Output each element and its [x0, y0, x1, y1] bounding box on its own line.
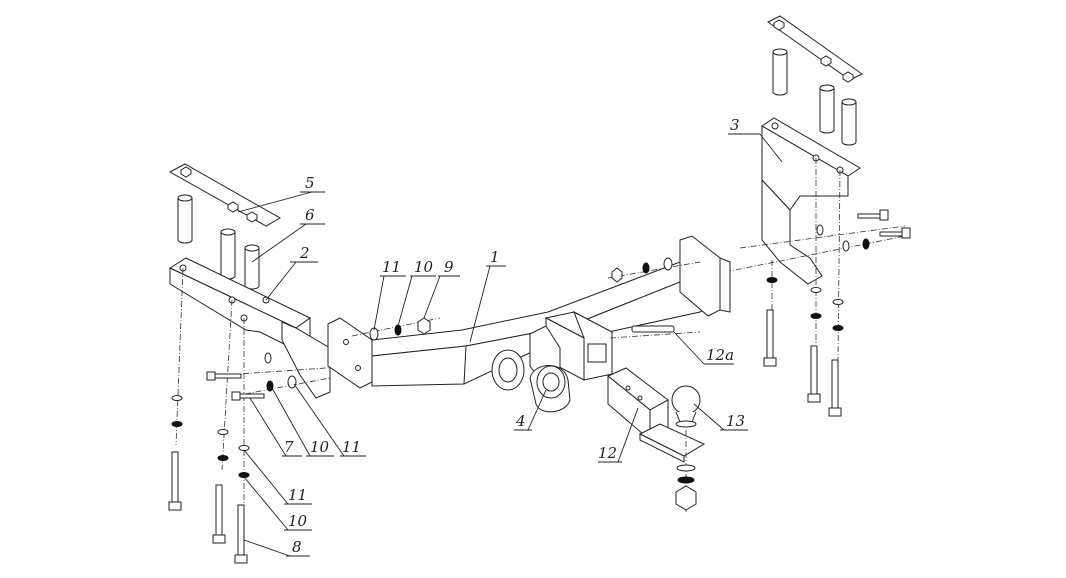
label-13: 13: [726, 412, 745, 430]
left-spacer-tubes: [177, 194, 260, 290]
label-3: 3: [730, 116, 740, 134]
label-10-mid: 10: [310, 438, 330, 456]
label-8: 8: [292, 538, 302, 556]
electrical-socket: [491, 349, 571, 413]
label-10-top: 10: [414, 258, 434, 276]
label-9: 9: [444, 258, 454, 276]
label-6: 6: [305, 206, 315, 224]
label-2: 2: [299, 244, 310, 262]
label-1: 1: [490, 248, 500, 266]
hitch-pin: [609, 325, 701, 339]
label-7: 7: [284, 438, 294, 456]
left-horizontal-bolts: [206, 352, 356, 401]
label-11-mid: 11: [342, 438, 361, 456]
right-horizontal-bolts: [724, 209, 911, 273]
left-nuts: [180, 166, 258, 223]
leader-lines: [237, 133, 783, 557]
label-11-top: 11: [382, 258, 401, 276]
right-vertical-bolts: [763, 158, 844, 417]
right-spacer-tubes: [772, 48, 857, 146]
left-vertical-bolts: [168, 267, 250, 564]
label-4: 4: [515, 412, 526, 430]
label-10-bottom: 10: [288, 512, 308, 530]
drawbar: [607, 367, 706, 463]
tow-ball: [671, 385, 701, 512]
label-11-bottom: 11: [288, 486, 307, 504]
label-12a: 12a: [706, 346, 734, 364]
left-bracket-plate: [168, 257, 331, 399]
label-5: 5: [305, 174, 315, 192]
right-bracket-plate: [761, 117, 861, 285]
beam-fasteners-left: [351, 317, 441, 341]
right-nuts: [773, 19, 854, 83]
label-12: 12: [598, 444, 617, 462]
beam-fasteners-right: [607, 257, 701, 283]
